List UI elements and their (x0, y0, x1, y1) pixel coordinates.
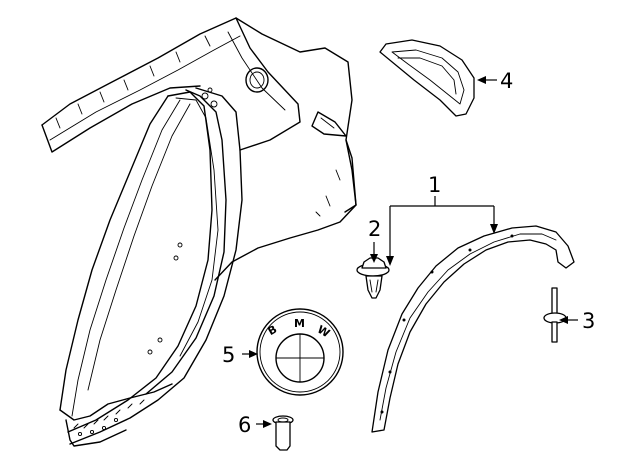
callout-6: 6 (238, 413, 251, 437)
emblem-letter-w: W (315, 323, 332, 340)
stud-part-3 (543, 287, 567, 343)
callout-3: 3 (582, 309, 595, 333)
callout-5: 5 (222, 343, 235, 367)
wheel-arch-flare-part-1 (371, 225, 575, 433)
callout-4: 4 (500, 69, 513, 93)
push-clip-part-2 (356, 257, 390, 299)
emblem-letter-m: M (294, 317, 305, 330)
grommet-part-6 (272, 415, 294, 451)
emblem-part-5: B M W (256, 308, 344, 396)
trim-piece-part-4 (379, 39, 475, 117)
callout-labels: 1 2 3 4 5 6 (222, 69, 595, 437)
quarter-panel (41, 17, 357, 447)
emblem-letter-b: B (266, 323, 280, 338)
leader-lines (242, 76, 578, 428)
callout-1: 1 (428, 173, 441, 197)
callout-2: 2 (368, 217, 381, 241)
